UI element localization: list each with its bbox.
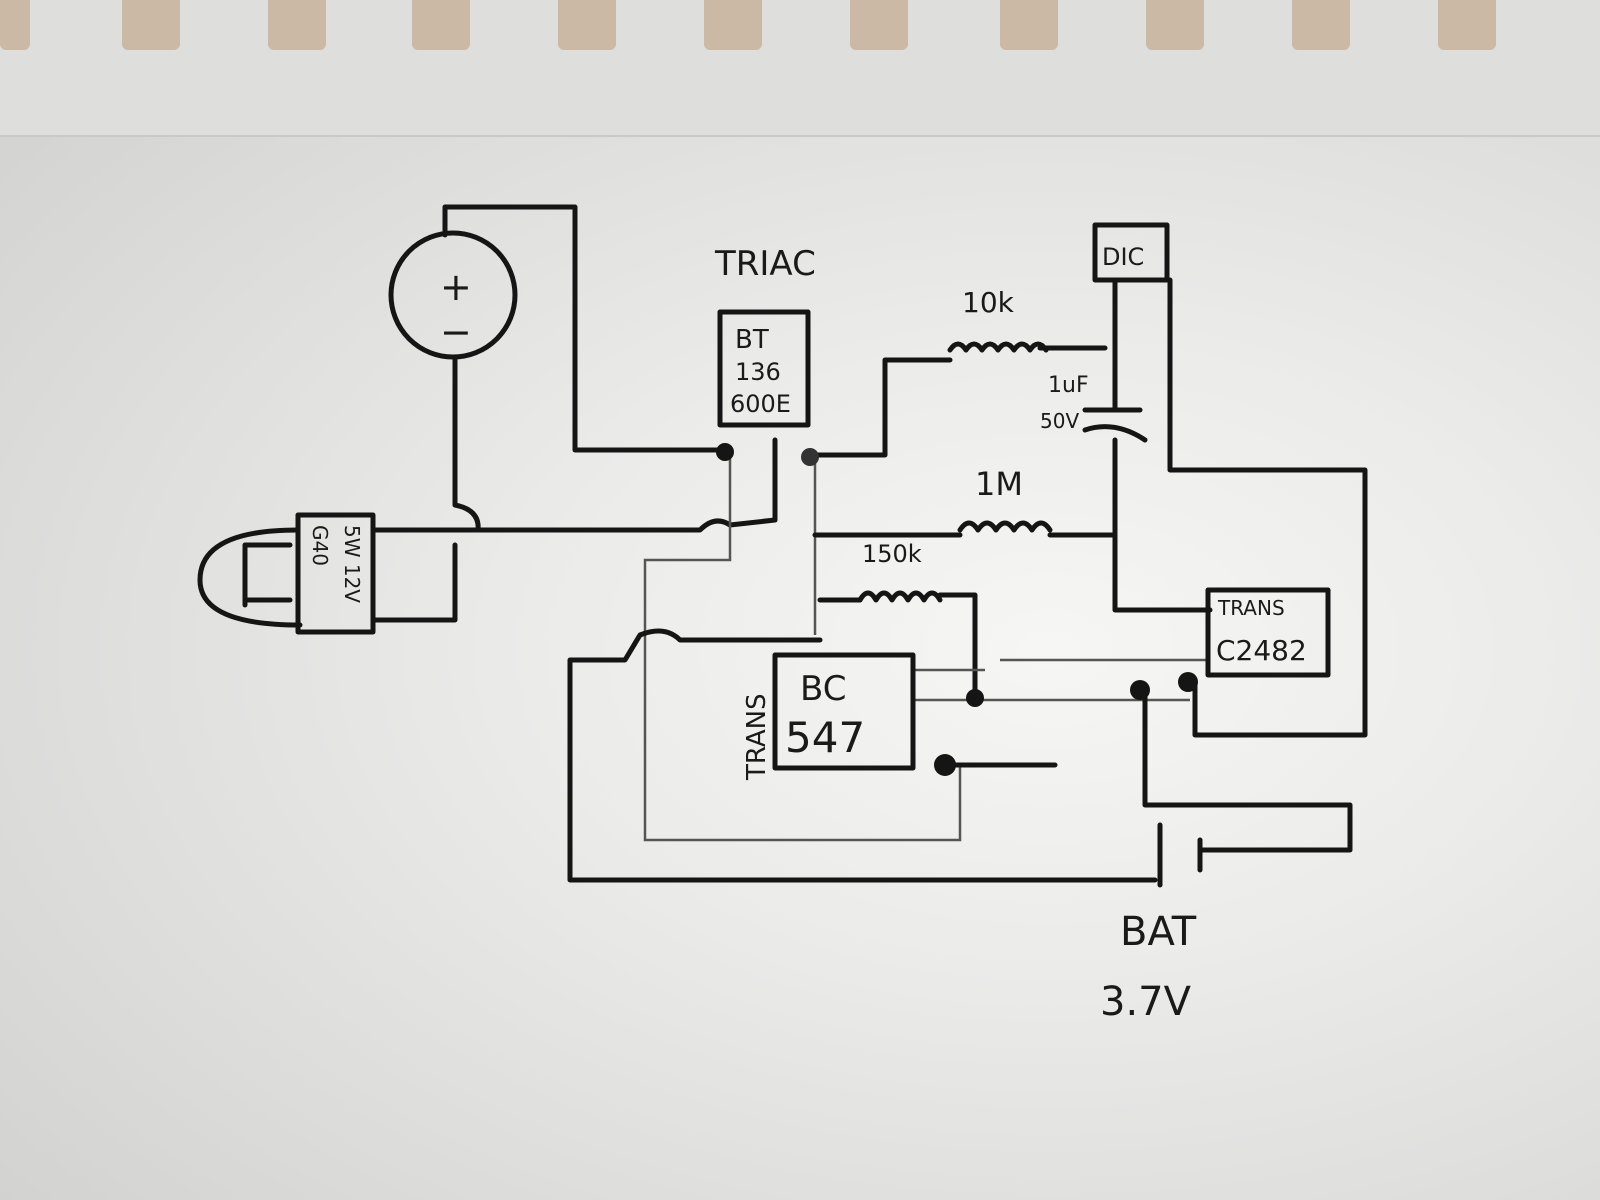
spiral-hole	[1146, 0, 1204, 50]
spiral-hole	[558, 0, 616, 50]
triac-part-line3: 600E	[730, 390, 791, 418]
notebook-top-strip	[0, 0, 1600, 137]
resistor-10k	[947, 341, 1049, 353]
trans-bc547-part-line2: 547	[785, 713, 865, 762]
resistor-150k-label: 150k	[862, 540, 922, 568]
resistor-1m-label: 1M	[975, 465, 1023, 503]
spiral-hole	[704, 0, 762, 50]
trans-c2482-part: C2482	[1216, 634, 1307, 667]
bulb	[197, 512, 376, 635]
spiral-hole	[1438, 0, 1496, 50]
trans-bc547-body	[772, 652, 916, 771]
bulb-label-line1: G40	[308, 525, 332, 566]
motor-plus: +	[440, 265, 472, 309]
spiral-hole	[1000, 0, 1058, 50]
triac-body	[717, 309, 811, 428]
battery-title: BAT	[1120, 909, 1197, 955]
motor: + −	[388, 230, 518, 360]
spiral-hole	[412, 0, 470, 50]
trans-c2482-body	[1205, 587, 1331, 678]
spiral-hole	[1292, 0, 1350, 50]
ic-label: DIC	[1102, 243, 1144, 271]
ic-box	[1092, 222, 1170, 283]
bulb-label-line2: 5W 12V	[340, 525, 364, 603]
spiral-hole	[268, 0, 326, 50]
capacitor-value: 1uF	[1048, 373, 1089, 398]
spiral-hole	[122, 0, 180, 50]
battery-voltage: 3.7V	[1100, 979, 1192, 1025]
resistor-1m	[957, 520, 1053, 533]
motor-minus: −	[440, 310, 472, 354]
resistor-10k-label: 10k	[962, 286, 1015, 319]
triac-title: TRIAC	[714, 244, 816, 284]
spiral-hole	[0, 0, 30, 50]
wires	[372, 204, 1368, 888]
capacitor-voltage: 50V	[1040, 409, 1079, 433]
resistor-150k	[857, 590, 943, 603]
trans-c2482-title: TRANS	[1217, 596, 1285, 620]
triac-part-line2: 136	[735, 358, 781, 386]
junctions	[716, 443, 1198, 776]
trans-bc547-title: TRANS	[742, 693, 772, 781]
triac-part-line1: BT	[735, 325, 769, 355]
spiral-hole	[850, 0, 908, 50]
capacitor	[1082, 407, 1148, 443]
trans-bc547-part-line1: BC	[800, 669, 846, 709]
